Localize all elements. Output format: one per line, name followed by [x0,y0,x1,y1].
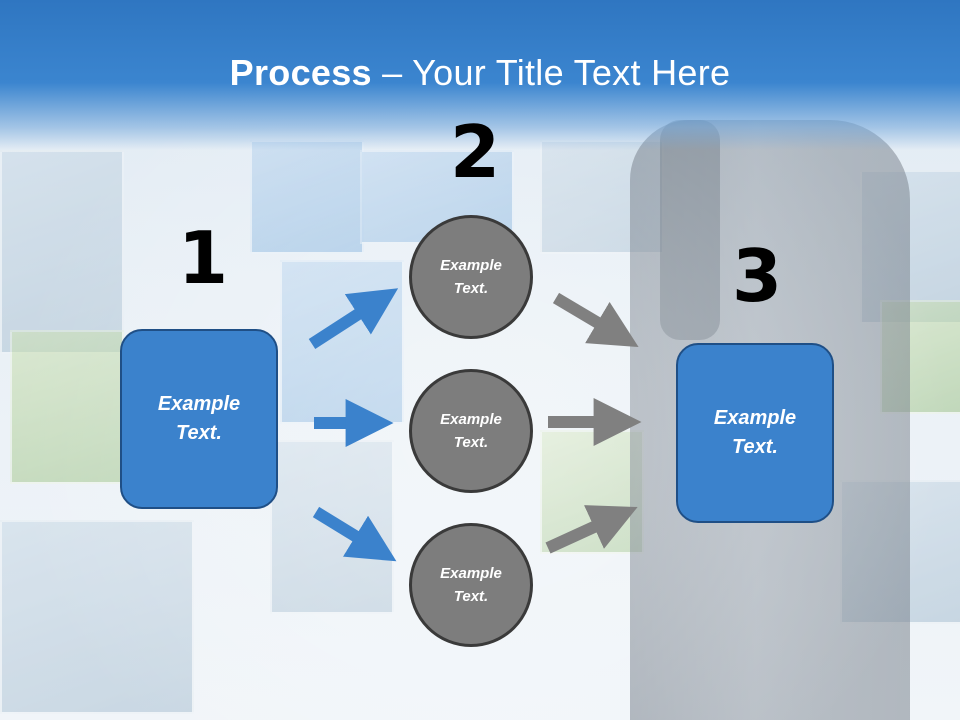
circle-top-line2: Text. [453,280,489,297]
circle-middle-line2: Text. [453,434,489,451]
arrow-down-blue [312,506,397,562]
step-number-1: 1 [178,216,229,300]
title-bold: Process [229,52,372,93]
left-box-line2: Text. [176,422,222,444]
step-number-2: 2 [450,110,501,194]
left-box-line1: Example [157,393,241,415]
title-bar [0,0,960,150]
circle-top[interactable]: Example Text. [409,215,533,339]
right-box-line1: Example [713,407,797,429]
circle-bottom-line2: Text. [453,588,489,605]
slide-title: Process – Your Title Text Here [0,52,960,94]
circle-middle-line1: Example [440,411,502,428]
arrow-up-blue [308,288,399,350]
step-number-3: 3 [732,234,783,318]
left-text-box[interactable]: Example Text. [120,329,278,509]
arrow-down-gray [552,292,639,348]
title-rest: – Your Title Text Here [371,52,731,93]
circle-bottom-line1: Example [440,565,502,582]
circle-middle[interactable]: Example Text. [409,369,533,493]
circle-top-line1: Example [440,257,502,274]
right-text-box[interactable]: Example Text. [676,343,834,523]
circle-bottom[interactable]: Example Text. [409,523,533,647]
right-box-line2: Text. [732,436,778,458]
arrow-up-gray [545,505,638,554]
